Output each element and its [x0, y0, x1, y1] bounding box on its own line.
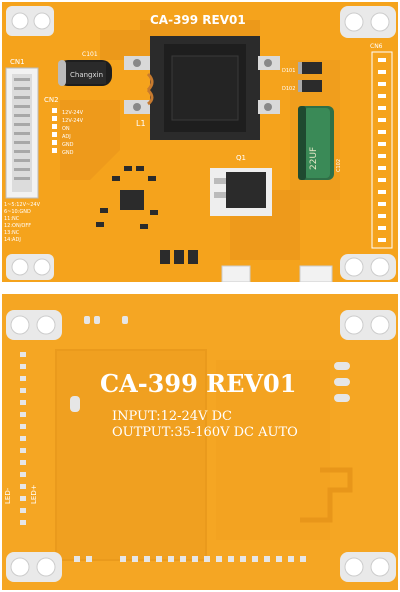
back-pads-bottom: [74, 556, 306, 562]
connector-cn2: CN2 12V-24V 12V-24V ON ADJ GND GND: [44, 96, 84, 156]
pin-label-4: ADJ: [62, 134, 71, 140]
capacitor-c101: C101 Changxin: [58, 51, 112, 86]
svg-text:6~10:GND: 6~10:GND: [4, 209, 31, 215]
svg-text:D102: D102: [282, 86, 295, 92]
smd-components: [96, 166, 198, 264]
back-board-title: CA-399 REV01: [100, 369, 296, 398]
pin-label-5: GND: [62, 142, 74, 148]
front-board: CA-399 REV01 CN1 CN2 12V-24V: [2, 2, 398, 283]
back-board: LED- LED+ CA-399 REV01 INPUT:12-24V DC O…: [2, 294, 398, 590]
pin-label-3: ON: [62, 126, 70, 132]
l1-label: L1: [136, 119, 146, 128]
svg-text:11:NC: 11:NC: [4, 216, 20, 222]
c102-value: 22UF: [309, 147, 319, 170]
svg-text:CN6: CN6: [370, 43, 383, 50]
svg-text:D101: D101: [282, 68, 295, 74]
pinout-notes: 1~5:12V~24V 6~10:GND 11:NC 12:ON/OFF 13:…: [4, 202, 41, 243]
front-board-title: CA-399 REV01: [150, 13, 246, 27]
front-mounting-holes: [6, 6, 396, 280]
pin-label-6: GND: [62, 150, 74, 156]
svg-text:C101: C101: [82, 51, 98, 58]
led-minus-label: LED-: [4, 487, 12, 504]
svg-text:Q1: Q1: [236, 154, 246, 162]
svg-text:C102: C102: [336, 159, 342, 172]
cn1-label: CN1: [10, 58, 25, 66]
mosfet-q1: Q1: [210, 154, 272, 216]
pin-label-2: 12V-24V: [62, 118, 84, 124]
transformer-l1: L1: [124, 36, 280, 140]
c101-brand: Changxin: [70, 71, 103, 79]
back-pads-top: [70, 316, 350, 412]
connector-cn1: CN1: [5, 58, 39, 199]
pin-label-1: 12V-24V: [62, 110, 84, 116]
cn2-label: CN2: [44, 96, 59, 104]
svg-text:12:ON/OFF: 12:ON/OFF: [4, 223, 31, 229]
back-pads-left: [20, 352, 26, 525]
input-spec: INPUT:12-24V DC: [112, 409, 232, 424]
capacitor-c102: 22UF C102: [298, 106, 342, 180]
svg-text:14:ADJ: 14:ADJ: [4, 237, 21, 243]
connector-cn6: CN6: [370, 43, 393, 249]
back-mounting-holes: [6, 310, 396, 582]
svg-text:1~5:12V~24V: 1~5:12V~24V: [4, 202, 41, 208]
output-spec: OUTPUT:35-160V DC AUTO: [112, 425, 298, 440]
diodes: D101 D102: [282, 62, 322, 92]
led-plus-label: LED+: [30, 484, 38, 504]
svg-text:13:NC: 13:NC: [4, 230, 20, 236]
